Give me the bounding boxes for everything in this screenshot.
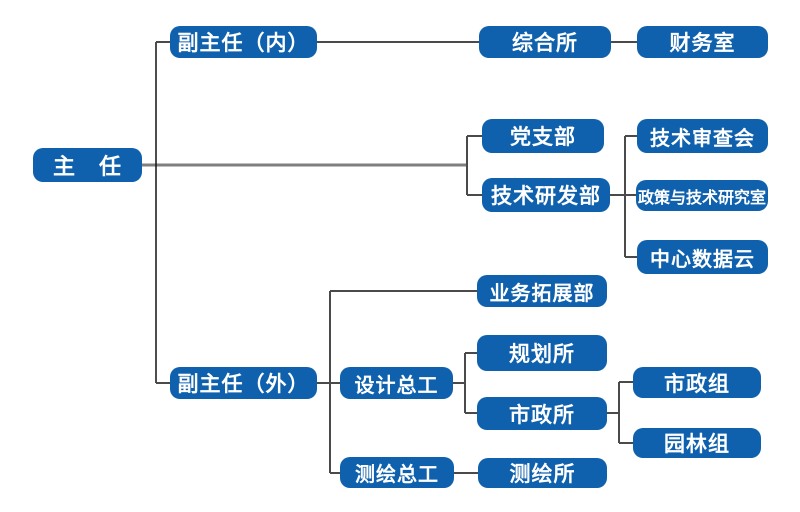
node-director: 主 任: [33, 148, 142, 182]
node-landscape-group: 园林组: [633, 428, 761, 458]
node-central-data-cloud: 中心数据云: [637, 240, 768, 274]
node-survey-institute: 测绘所: [478, 458, 607, 488]
node-tech-rd-department: 技术研发部: [482, 178, 610, 212]
node-municipal-institute: 市政所: [477, 397, 607, 430]
node-policy-tech-research-office: 政策与技术研究室: [636, 180, 768, 211]
node-tech-review-committee: 技术审查会: [637, 119, 768, 153]
node-planning-institute: 规划所: [477, 335, 607, 371]
node-business-development-dept: 业务拓展部: [477, 275, 607, 307]
node-municipal-group: 市政组: [633, 367, 761, 398]
node-chief-survey-engineer: 测绘总工: [340, 457, 454, 488]
node-finance-office: 财务室: [637, 26, 768, 58]
node-deputy-director-internal: 副主任（内）: [170, 26, 317, 58]
node-general-institute: 综合所: [479, 26, 611, 58]
node-party-branch: 党支部: [482, 119, 604, 153]
node-deputy-director-external: 副主任（外）: [170, 367, 317, 399]
node-chief-design-engineer: 设计总工: [340, 367, 453, 399]
